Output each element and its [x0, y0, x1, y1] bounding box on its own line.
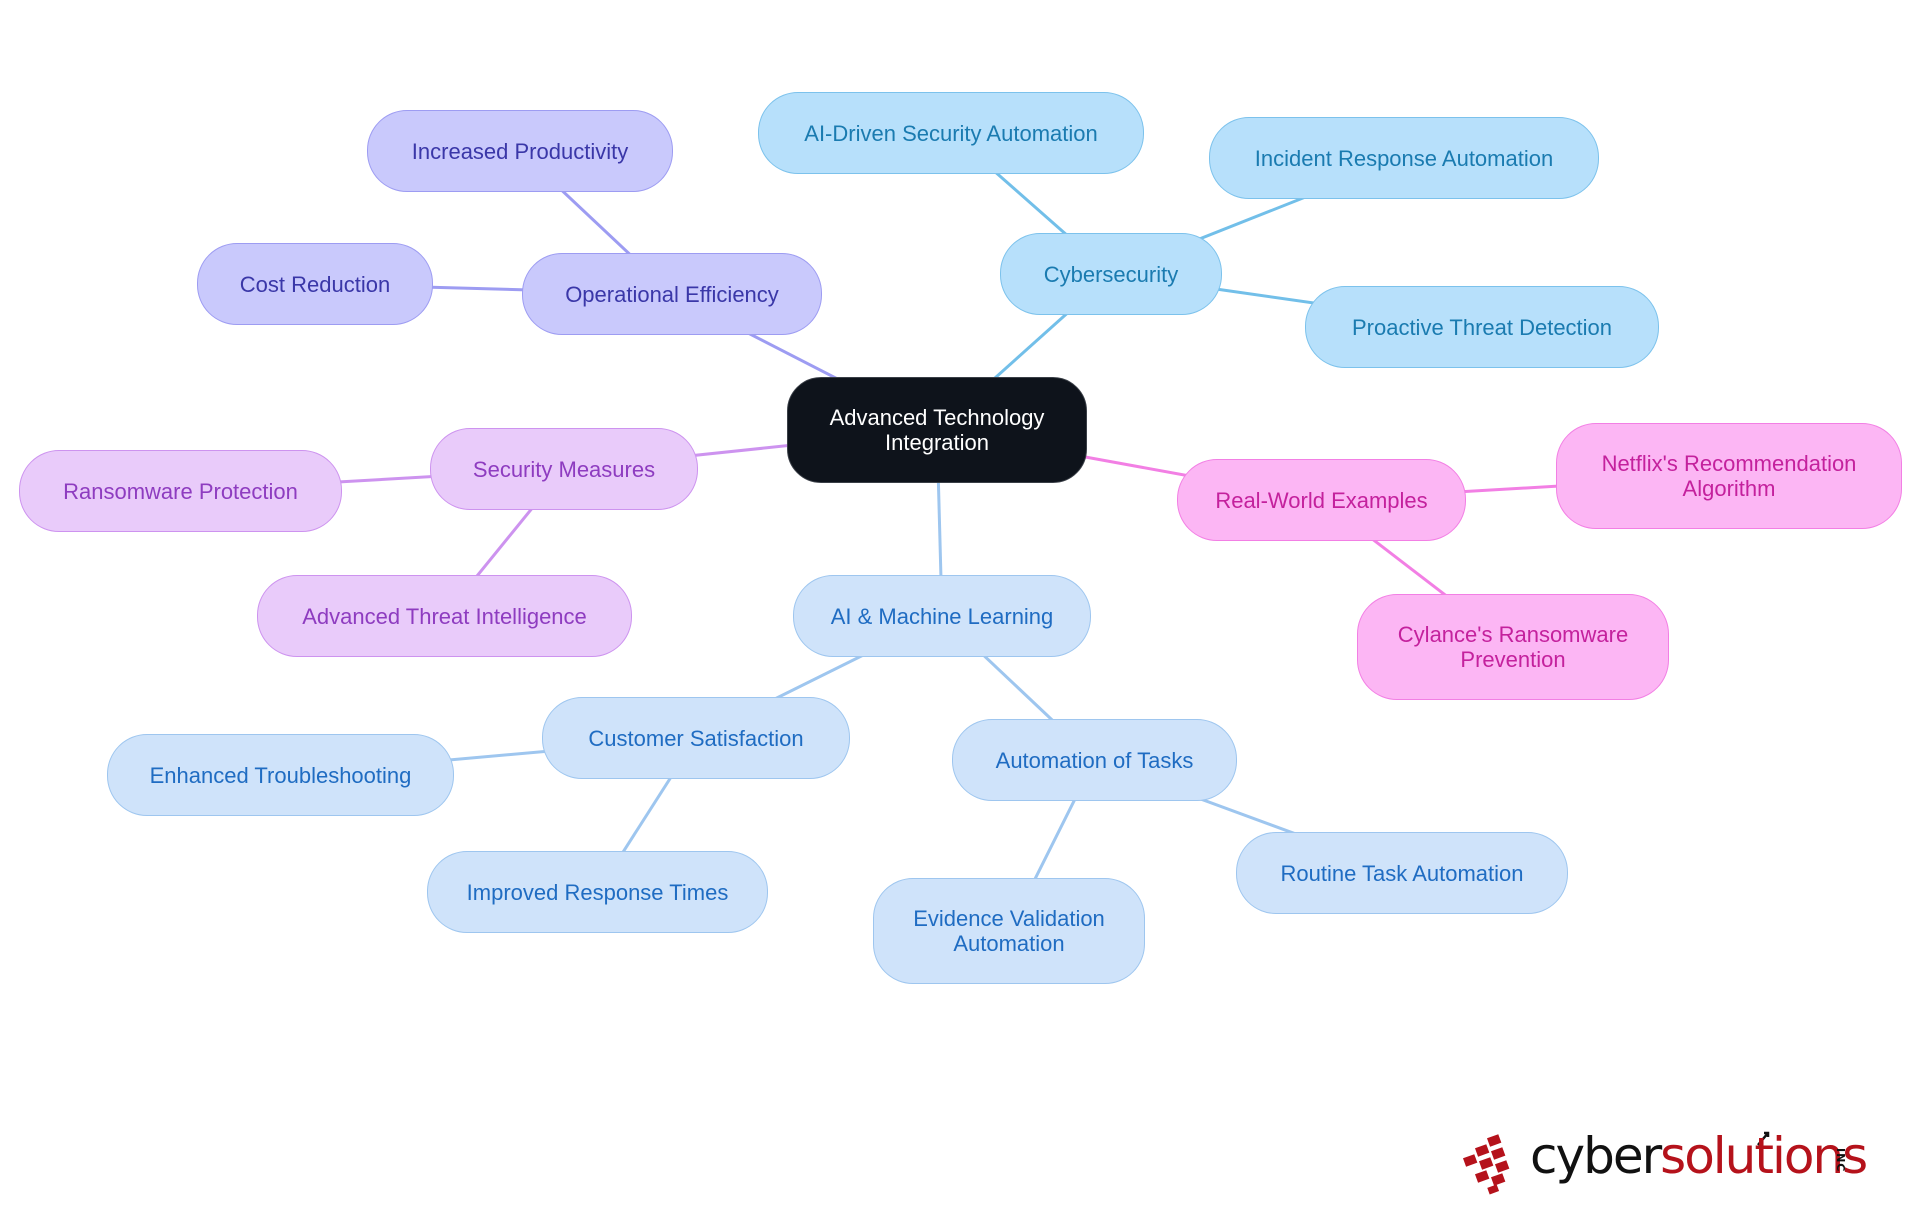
root-node: Advanced Technology Integration: [787, 377, 1087, 483]
node-ransomware-protection: Ransomware Protection: [19, 450, 342, 532]
node-increased-productivity: Increased Productivity: [367, 110, 673, 192]
node-cylance-ransomware-prevention: Cylance's Ransomware Prevention: [1357, 594, 1669, 700]
node-security-measures: Security Measures: [430, 428, 698, 510]
node-routine-task-automation: Routine Task Automation: [1236, 832, 1568, 914]
logo-mark-icon: [1462, 1131, 1770, 1195]
logo-suffix: INC: [1834, 1148, 1847, 1173]
node-ai-driven-security-automation: AI-Driven Security Automation: [758, 92, 1144, 174]
logo-wordmark: cybersolutions: [1530, 1127, 1868, 1185]
node-proactive-threat-detection: Proactive Threat Detection: [1305, 286, 1659, 368]
node-evidence-validation-automation: Evidence Validation Automation: [873, 878, 1145, 984]
node-cost-reduction: Cost Reduction: [197, 243, 433, 325]
logo-brand-part2: solutions: [1660, 1127, 1868, 1185]
node-operational-efficiency: Operational Efficiency: [522, 253, 822, 335]
node-improved-response-times: Improved Response Times: [427, 851, 768, 933]
node-customer-satisfaction: Customer Satisfaction: [542, 697, 850, 779]
node-incident-response-automation: Incident Response Automation: [1209, 117, 1599, 199]
node-ai-machine-learning: AI & Machine Learning: [793, 575, 1091, 657]
node-netflix-recommendation-algorithm: Netflix's Recommendation Algorithm: [1556, 423, 1902, 529]
node-advanced-threat-intelligence: Advanced Threat Intelligence: [257, 575, 632, 657]
node-enhanced-troubleshooting: Enhanced Troubleshooting: [107, 734, 454, 816]
node-real-world-examples: Real-World Examples: [1177, 459, 1466, 541]
logo-brand-part1: cyber: [1530, 1127, 1662, 1185]
node-cybersecurity: Cybersecurity: [1000, 233, 1222, 315]
node-automation-of-tasks: Automation of Tasks: [952, 719, 1237, 801]
